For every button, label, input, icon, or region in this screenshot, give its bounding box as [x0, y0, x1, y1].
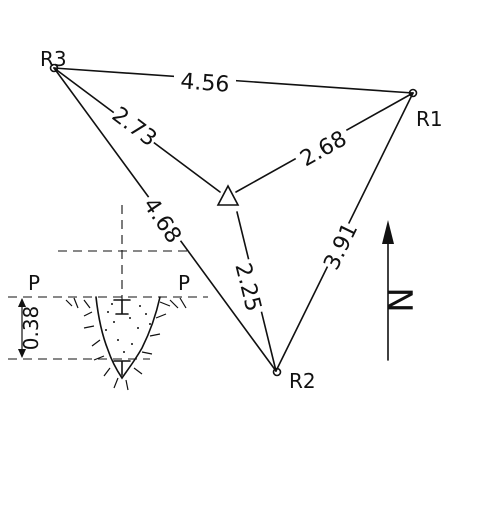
station-r2-point: [272, 367, 282, 377]
station-r3-point: [49, 63, 59, 73]
center-triangle-marker: [216, 184, 240, 206]
station-label-r3: R3: [40, 47, 67, 71]
station-label-r2: R2: [289, 369, 316, 393]
distance-label-center-r2: 2.25: [229, 257, 268, 317]
svg-text:2.73: 2.73: [107, 102, 161, 151]
svg-text:3.91: 3.91: [319, 219, 363, 274]
pit-section-sketch: [8, 205, 208, 391]
distance-label-r3-r1: 4.56: [174, 69, 236, 98]
section-mark-right: P: [178, 271, 190, 295]
section-mark-left: P: [28, 271, 40, 295]
depth-label: 0.38: [19, 306, 43, 351]
svg-text:4.56: 4.56: [180, 69, 231, 97]
distance-label-r3-center: 2.73: [107, 101, 163, 152]
station-r1-point: [408, 88, 418, 98]
north-arrow-icon: [382, 220, 394, 361]
svg-text:2.25: 2.25: [229, 261, 265, 315]
distance-label-r3-r2: 4.68: [138, 190, 189, 250]
station-label-r1: R1: [416, 107, 443, 131]
distance-label-r1-center: 2.68: [291, 123, 355, 173]
north-label: N: [379, 287, 419, 312]
distance-label-r1-r2: 3.91: [318, 219, 363, 274]
